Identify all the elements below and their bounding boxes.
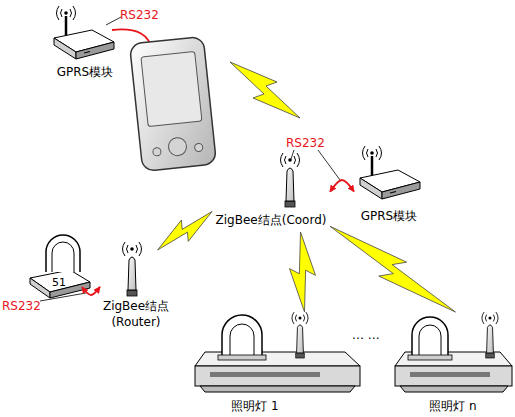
zigbee-antenna <box>123 242 142 296</box>
mcu-board <box>30 235 90 298</box>
node-label: 51 <box>52 276 66 289</box>
device-node: ZigBee结点(Coord) <box>212 150 330 232</box>
device-node: GPRS模块 <box>50 2 120 82</box>
node-label: 照明灯 1 <box>180 398 330 414</box>
device-node: ZigBee结点 (Router) <box>100 250 172 332</box>
lamp-antenna <box>482 312 498 358</box>
node-label: ZigBee结点(Coord) <box>212 212 330 228</box>
gprs-module-icon <box>54 6 114 59</box>
rs232-link <box>82 287 100 295</box>
leader-line <box>40 293 86 301</box>
wireless-bolt <box>330 226 455 312</box>
interface-label: RS232 <box>286 136 325 150</box>
device-node: 51 <box>22 222 82 298</box>
ellipsis-label: … … <box>352 328 380 342</box>
wireless-bolt <box>290 232 316 312</box>
interface-label: RS232 <box>2 299 41 313</box>
device-node: 照明灯 1 <box>180 312 330 416</box>
device-node: 照明灯 n <box>392 312 514 416</box>
wireless-bolt <box>230 62 300 118</box>
leader-line <box>318 150 340 180</box>
lamp-unit <box>195 315 360 392</box>
node-label: GPRS模块 <box>50 64 120 80</box>
zigbee-antenna <box>281 153 300 207</box>
device-node: GPRS模块 <box>354 140 424 226</box>
leader-line <box>291 150 294 159</box>
leader-line <box>106 17 121 25</box>
pda-device <box>130 36 217 171</box>
interface-label: RS232 <box>120 8 159 22</box>
rs232-link <box>330 180 354 192</box>
node-label: 照明灯 n <box>392 398 514 414</box>
node-label: GPRS模块 <box>354 208 424 224</box>
node-label: ZigBee结点 (Router) <box>100 298 172 330</box>
wireless-bolt <box>158 212 212 251</box>
gprs-module-icon <box>360 146 420 199</box>
lamp-antenna <box>292 312 308 358</box>
